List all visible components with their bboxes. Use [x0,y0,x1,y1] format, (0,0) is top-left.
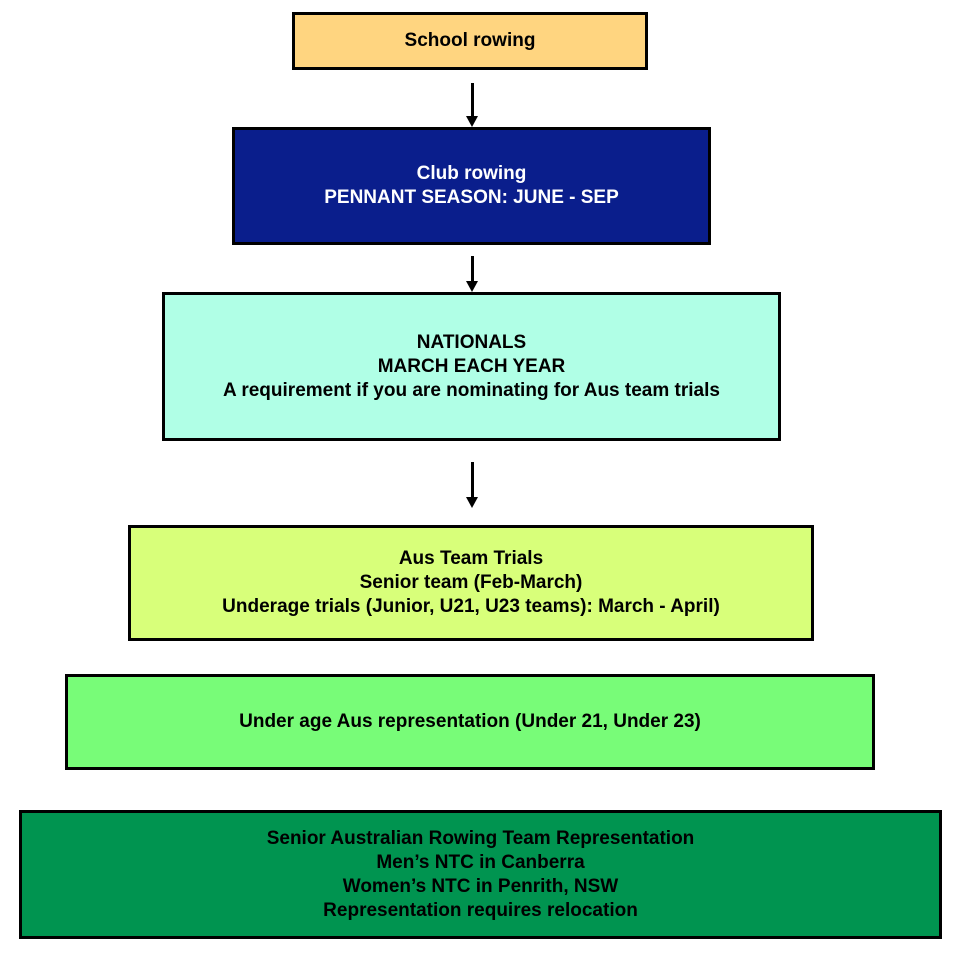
club-rowing-box: Club rowing PENNANT SEASON: JUNE - SEP [232,127,711,245]
arrow-shaft [471,462,474,498]
arrow-nationals-to-trials [465,462,479,508]
school-rowing-label: School rowing [404,30,536,51]
underage-representation-label: Under age Aus representation (Under 21, … [239,711,701,732]
underage-representation-box: Under age Aus representation (Under 21, … [65,674,875,770]
underage-trials: Underage trials (Junior, U21, U23 teams)… [222,596,720,617]
nationals-requirement: A requirement if you are nominating for … [223,379,720,401]
nationals-box: NATIONALS MARCH EACH YEAR A requirement … [162,292,781,441]
senior-team-trials: Senior team (Feb-March) [359,572,583,593]
relocation-requirement: Representation requires relocation [323,899,638,921]
arrow-head [466,281,478,292]
arrow-school-to-club [465,83,479,127]
senior-representation-box: Senior Australian Rowing Team Representa… [19,810,942,939]
arrow-club-to-nationals [465,256,479,292]
arrow-shaft [471,83,474,117]
mens-ntc-location: Men’s NTC in Canberra [376,851,585,873]
aus-team-trials-box: Aus Team Trials Senior team (Feb-March) … [128,525,814,641]
nationals-month: MARCH EACH YEAR [377,355,566,377]
pennant-season-label: PENNANT SEASON: JUNE - SEP [324,187,619,208]
arrow-shaft [471,256,474,282]
club-rowing-title: Club rowing [416,163,527,184]
school-rowing-box: School rowing [292,12,648,70]
trials-title: Aus Team Trials [398,548,544,569]
womens-ntc-location: Women’s NTC in Penrith, NSW [342,875,619,897]
arrow-head [466,497,478,508]
arrow-head [466,116,478,127]
senior-representation-title: Senior Australian Rowing Team Representa… [266,827,695,849]
nationals-title: NATIONALS [416,331,527,353]
